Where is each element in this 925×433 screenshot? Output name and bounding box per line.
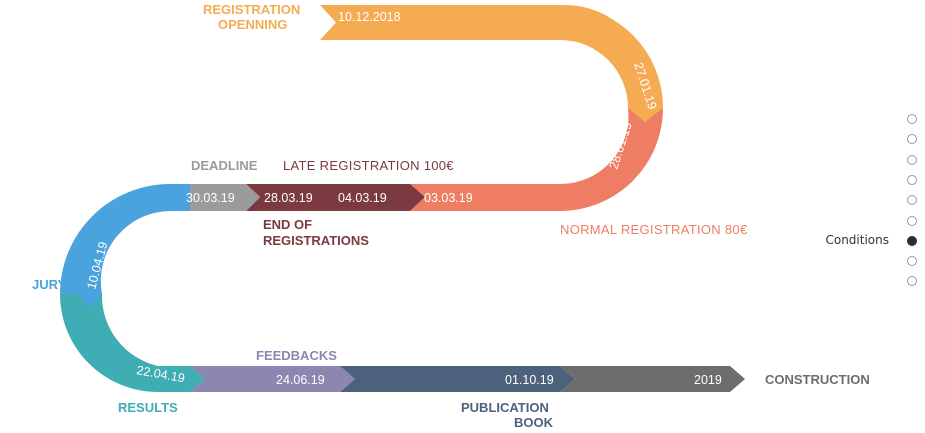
nav-dot-7[interactable] (907, 235, 917, 246)
nav-label-active: Conditions (825, 232, 889, 247)
label-results: RESULTS (118, 400, 178, 415)
segment-blue (60, 184, 190, 294)
nav-dot-1[interactable] (907, 114, 917, 124)
label-end-of-registrations-2: REGISTRATIONS (263, 233, 369, 248)
date-normal-end: 03.03.19 (424, 191, 473, 205)
segment-orange-band (320, 5, 663, 108)
label-registration-opening-2: OPENNING (218, 17, 287, 32)
chevron-blue-teal (78, 294, 102, 308)
section-nav: Conditions (717, 110, 917, 290)
date-feedbacks: 24.06.19 (276, 373, 325, 387)
segment-salmon (410, 108, 663, 211)
label-late-registration: LATE REGISTRATION 100€ (283, 158, 454, 173)
chevron-orange-salmon (628, 108, 663, 122)
segment-gray (176, 184, 260, 211)
nav-dot-5[interactable] (907, 195, 917, 206)
label-jury: JURY (32, 277, 67, 292)
label-end-of-registrations-1: END OF (263, 217, 312, 232)
date-construction: 2019 (694, 373, 722, 387)
segment-darkgray (560, 366, 745, 392)
date-deadline: 30.03.19 (186, 191, 235, 205)
date-late-end: 28.03.19 (264, 191, 313, 205)
segment-maroon (246, 184, 425, 211)
nav-dot-3[interactable] (907, 154, 917, 165)
nav-dot-9[interactable] (907, 276, 917, 287)
label-normal-registration: NORMAL REGISTRATION 80€ (560, 222, 748, 237)
label-registration-opening-1: REGISTRATION (203, 2, 300, 17)
segment-slate (340, 366, 575, 392)
label-publication-book-2: BOOK (514, 415, 554, 430)
label-publication-book-1: PUBLICATION (461, 400, 549, 415)
label-feedbacks: FEEDBACKS (256, 348, 337, 363)
date-registration-opening: 10.12.2018 (338, 10, 401, 24)
segment-purple (190, 366, 355, 392)
date-publication: 01.10.19 (505, 373, 554, 387)
label-construction: CONSTRUCTION (765, 372, 870, 387)
label-deadline: DEADLINE (191, 158, 258, 173)
nav-dot-4[interactable] (907, 174, 917, 185)
nav-dot-6[interactable] (907, 215, 917, 226)
nav-dot-2[interactable] (907, 134, 917, 145)
segment-teal (60, 294, 205, 392)
nav-dot-8[interactable] (907, 256, 917, 267)
date-late-start: 04.03.19 (338, 191, 387, 205)
